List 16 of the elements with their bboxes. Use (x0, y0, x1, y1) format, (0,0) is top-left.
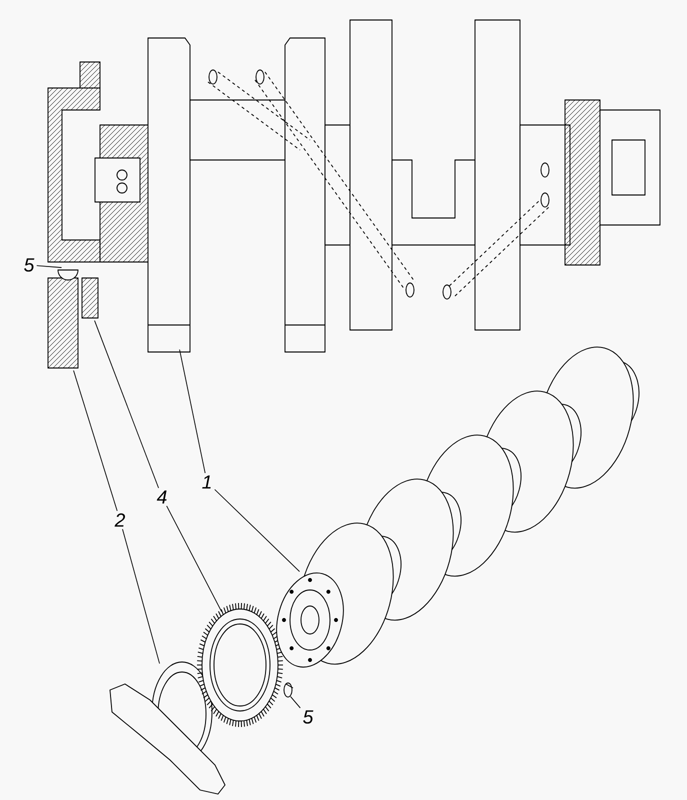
leader-line (166, 506, 222, 612)
callout-number: 5 (303, 710, 314, 724)
leader-line (36, 265, 62, 268)
pin-drawing (284, 682, 294, 698)
leader-line (214, 489, 300, 572)
ring-gear-drawing (196, 602, 284, 728)
leader-line (94, 320, 159, 488)
leader-line (122, 528, 160, 664)
crankshaft-drawing (276, 346, 640, 668)
leader-line (179, 349, 206, 474)
callout-number: 2 (114, 513, 125, 527)
callout-number: 1 (202, 475, 211, 489)
leader-line (290, 696, 301, 708)
leader-line (73, 370, 118, 512)
callout-number: 4 (156, 490, 167, 504)
crankshaft-section-drawing (48, 20, 660, 368)
